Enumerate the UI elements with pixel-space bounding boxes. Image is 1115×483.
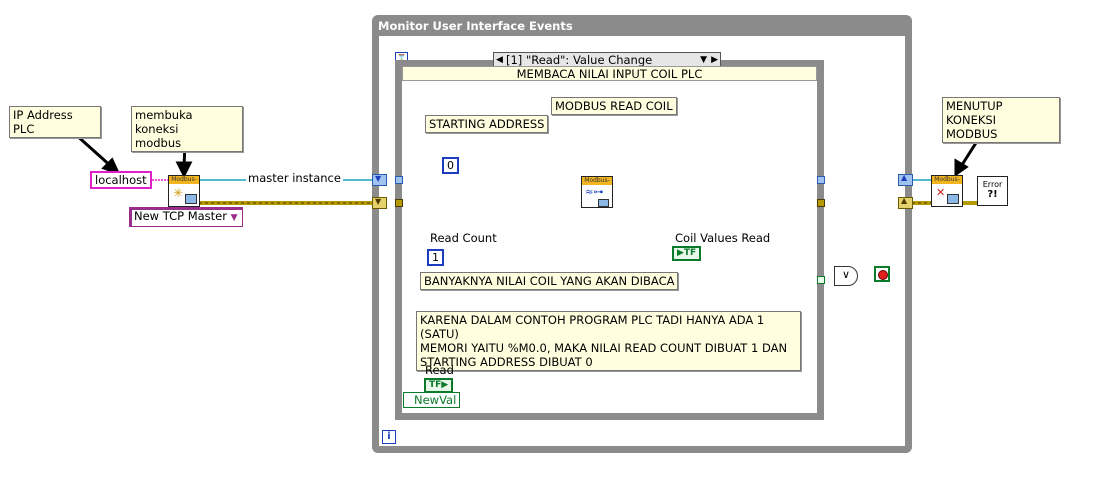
event-info-icon[interactable]: i [382, 430, 396, 444]
pc-icon [185, 194, 197, 204]
error-text: Error [982, 180, 1003, 189]
starting-address-constant[interactable]: 0 [442, 157, 459, 174]
pc-icon [598, 199, 609, 207]
tf-text: TF [683, 248, 697, 258]
read-coil-glyph-icon: ≈⊶ [585, 187, 604, 198]
inner-tunnel-right-bottom [817, 199, 825, 207]
tcp-master-label: New TCP Master [134, 209, 227, 223]
new-value-terminal[interactable]: NewVal [403, 392, 461, 408]
shift-register-right-bottom[interactable]: ▲ [898, 196, 913, 209]
stop-button-terminal[interactable] [874, 266, 890, 282]
read-count-label: Read Count [430, 231, 497, 245]
case-selector-label: [1] "Read": Value Change [506, 53, 653, 67]
close-connection-note: MENUTUP KONEKSI MODBUS [942, 97, 1060, 143]
modbus-close-vi[interactable]: Modbus-M ✕ [931, 175, 963, 207]
new-star-icon: ✳ [173, 186, 184, 200]
read-label: Read [425, 363, 454, 377]
inner-tunnel-left-bottom [395, 199, 403, 207]
pc-icon [947, 194, 959, 204]
read-button-terminal[interactable]: TF▶ [424, 378, 454, 393]
modbus-header-tag: Modbus-M [582, 177, 612, 185]
simple-error-handler-vi[interactable]: Error ?! [977, 176, 1008, 206]
or-gate[interactable]: ∨ [834, 266, 858, 286]
shift-register-left-top[interactable]: ▼ [372, 174, 387, 186]
shift-register-left-bottom[interactable]: ▼ [372, 197, 387, 209]
localhost-constant[interactable]: localhost [90, 171, 152, 189]
inner-tunnel-bool-out [817, 276, 825, 284]
close-x-icon: ✕ [936, 186, 946, 199]
case-dropdown-icon[interactable]: ▼ [700, 55, 707, 65]
tf-text: TF [429, 380, 442, 390]
inner-tunnel-right-top [817, 176, 825, 184]
dropdown-arrow-icon: ▼ [230, 213, 238, 223]
modbus-read-coil-vi[interactable]: Modbus-M ≈⊶ [581, 176, 613, 208]
explanation-note: KARENA DALAM CONTOH PROGRAM PLC TADI HAN… [416, 311, 801, 371]
coil-values-read-indicator[interactable]: ▶TF [672, 246, 702, 261]
new-val-label: NewVal [414, 393, 457, 407]
modbus-open-vi[interactable]: Modbus-M ✳ [168, 175, 200, 207]
modbus-header-tag: Modbus-M [169, 176, 199, 184]
modbus-header-tag: Modbus-M [932, 176, 962, 184]
shift-register-right-top[interactable]: ▲ [898, 173, 913, 186]
read-count-note: BANYAKNYA NILAI COIL YANG AKAN DIBACA [420, 272, 679, 290]
read-coil-note: MODBUS READ COIL [551, 97, 677, 115]
open-connection-note: membuka koneksi modbus [131, 106, 243, 152]
inner-tunnel-left-top [395, 176, 403, 184]
prev-case-arrow-icon[interactable]: ◀ [496, 55, 503, 65]
read-count-constant[interactable]: 1 [427, 249, 444, 266]
case-header-label: MEMBACA NILAI INPUT COIL PLC [402, 66, 817, 81]
starting-address-note: STARTING ADDRESS [425, 115, 549, 133]
coil-values-read-label: Coil Values Read [675, 231, 771, 245]
tcp-master-selector[interactable]: New TCP Master ▼ [129, 207, 243, 227]
next-case-arrow-icon[interactable]: ▶ [711, 55, 718, 65]
event-structure-title: Monitor User Interface Events [378, 19, 573, 33]
ip-address-note: IP Address PLC [9, 106, 101, 138]
stop-icon [878, 270, 888, 280]
master-instance-label: master instance [246, 171, 343, 185]
error-mark-icon: ?! [987, 189, 998, 200]
